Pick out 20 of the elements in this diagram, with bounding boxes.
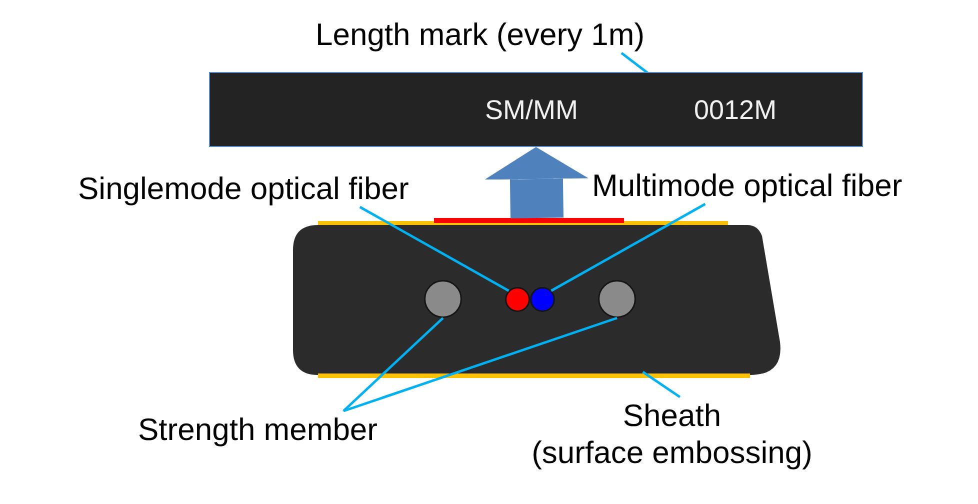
callout-label: Multimode optical fiber (592, 167, 902, 204)
cable-cross-section (292, 216, 782, 380)
leader-line (359, 206, 510, 292)
leader-line (343, 316, 618, 412)
callout-label: Length mark (every 1m) (315, 16, 645, 53)
marker-strip (209, 72, 863, 147)
fiber-dot (505, 287, 530, 312)
printed-text: SM/MM (485, 97, 578, 124)
callout-label: Strength member (138, 411, 378, 448)
callout-label: Singlemode optical fiber (78, 170, 409, 207)
strength-rod (424, 280, 462, 318)
leader-line (550, 202, 706, 292)
leader-line (342, 317, 444, 412)
fiber-dot (530, 287, 555, 312)
block-arrow (484, 147, 588, 218)
callout-label: Sheath (622, 397, 722, 434)
leader-line (642, 370, 681, 398)
strength-rod (598, 280, 636, 318)
meter-number: 0012M (690, 97, 777, 124)
callout-label: (surface embossing) (532, 434, 812, 471)
